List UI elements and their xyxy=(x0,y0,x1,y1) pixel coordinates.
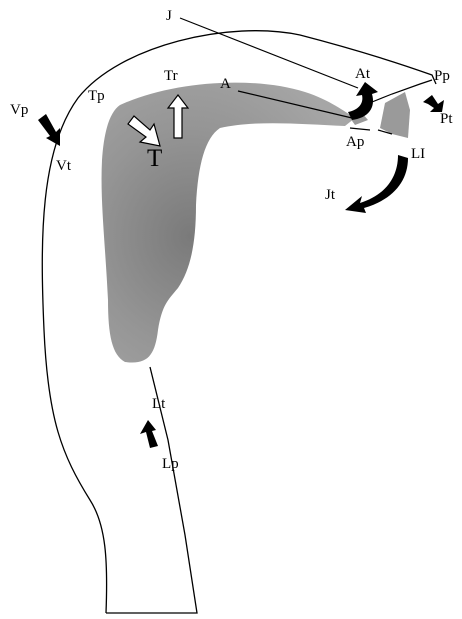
lp-arrow-icon xyxy=(140,420,158,448)
label-At: At xyxy=(355,66,371,82)
vp-arrow-icon xyxy=(38,114,60,146)
jt-arrow-icon xyxy=(345,155,408,213)
lower-lip-shape xyxy=(380,92,410,138)
label-T: T xyxy=(147,145,162,172)
label-LI: LI xyxy=(411,146,425,162)
pointer-line-J xyxy=(180,18,358,88)
label-Tp: Tp xyxy=(88,88,105,104)
label-Pt: Pt xyxy=(440,111,453,127)
label-J: J xyxy=(166,8,172,24)
label-Ap: Ap xyxy=(346,134,364,150)
label-Vt: Vt xyxy=(56,158,72,174)
label-Lp: Lp xyxy=(162,456,179,472)
label-Lt: Lt xyxy=(152,396,166,412)
label-A: A xyxy=(220,76,231,92)
pt-arrow-icon xyxy=(423,95,444,112)
label-Vp: Vp xyxy=(10,102,28,118)
label-Jt: Jt xyxy=(325,187,336,203)
label-Tr: Tr xyxy=(164,68,178,84)
label-Pp: Pp xyxy=(434,68,450,84)
